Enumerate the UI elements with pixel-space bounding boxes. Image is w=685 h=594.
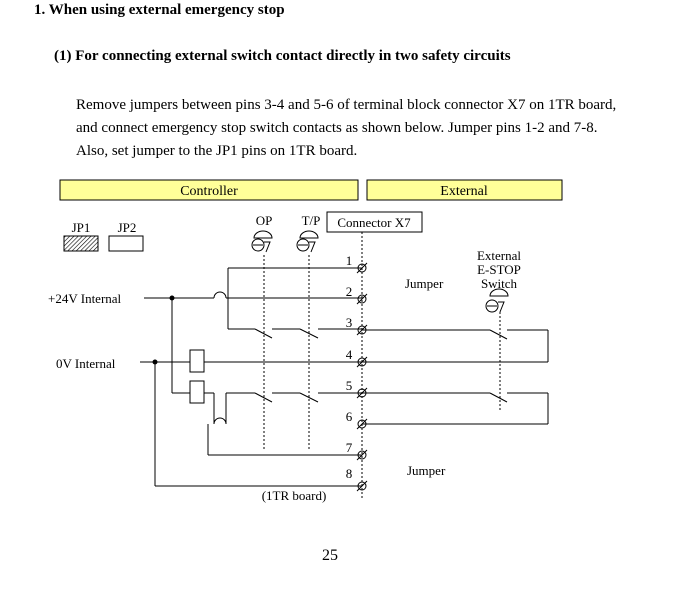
estop-label-1: External (477, 248, 521, 263)
wiring (140, 267, 549, 487)
jumper-top-label: Jumper (405, 276, 444, 291)
section-heading: 1. When using external emergency stop (34, 2, 285, 18)
board-label: (1TR board) (262, 488, 327, 503)
external-label: External (440, 184, 488, 199)
subsection-heading: (1) For connecting external switch conta… (54, 48, 511, 64)
connector-x7-label: Connector X7 (337, 215, 411, 230)
pin-3-label: 3 (346, 315, 353, 330)
pin-7-label: 7 (346, 440, 353, 455)
jp1-jumper (63, 235, 99, 252)
controller-label: Controller (180, 184, 238, 199)
op-estop-icon (251, 230, 273, 253)
controller-bar (59, 179, 359, 201)
pin-6-label: 6 (346, 409, 353, 424)
op-label: OP (256, 213, 273, 228)
estop-label-3: Switch (481, 276, 518, 291)
pin-2-label: 2 (346, 284, 353, 299)
external-bar (366, 179, 563, 201)
jumper-bottom-label: Jumper (407, 463, 446, 478)
tp-estop-icon (296, 230, 319, 253)
pin-8-label: 8 (346, 466, 353, 481)
paragraph-line-1: Remove jumpers between pins 3-4 and 5-6 … (76, 97, 617, 113)
page-number: 25 (322, 547, 338, 564)
v0-label: 0V Internal (56, 356, 116, 371)
pin-1-label: 1 (346, 253, 353, 268)
connector-x7-box (326, 211, 423, 233)
pin-5-label: 5 (346, 378, 353, 393)
jp2-label: JP2 (118, 220, 137, 235)
instruction-paragraph: Remove jumpers between pins 3-4 and 5-6 … (76, 94, 666, 163)
tp-label: T/P (302, 213, 321, 228)
v24-label: +24V Internal (48, 291, 122, 306)
external-estop-icon (485, 288, 509, 313)
estop-label-2: E-STOP (477, 262, 521, 277)
paragraph-line-3: Also, set jumper to the JP1 pins on 1TR … (76, 143, 358, 159)
jp2-jumper (108, 235, 144, 252)
jp1-label: JP1 (72, 220, 91, 235)
paragraph-line-2: and connect emergency stop switch contac… (76, 120, 598, 136)
pin-4-label: 4 (346, 347, 353, 362)
